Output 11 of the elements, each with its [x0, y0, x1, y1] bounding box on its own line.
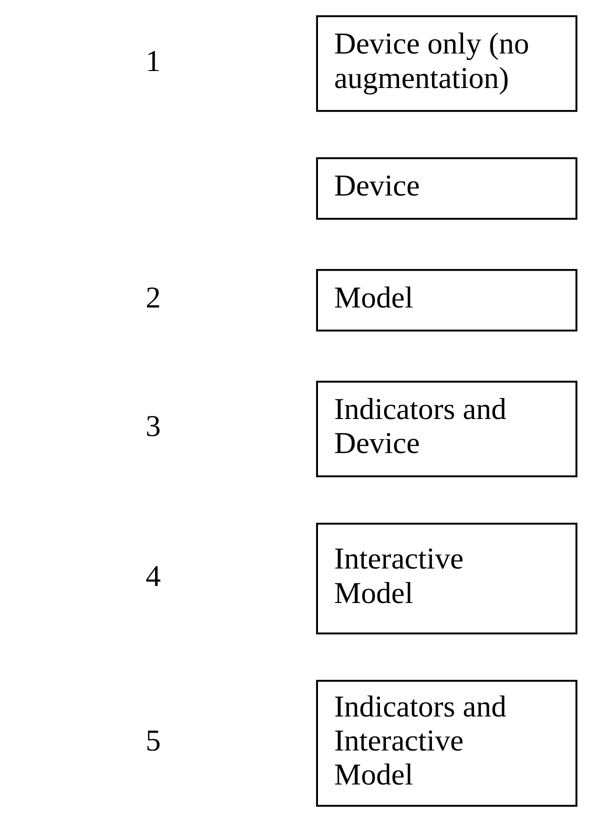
label: 3: [146, 409, 161, 444]
node-box: Device: [316, 157, 578, 220]
label: 1: [146, 44, 161, 78]
node-box: Device only (no augmentation): [316, 15, 578, 112]
label: 4: [146, 558, 161, 593]
node-box: Indicators and Device: [316, 380, 578, 478]
node-box: Indicators and Interactive Model: [316, 680, 578, 807]
label: 2: [146, 280, 161, 314]
node-box: Interactive Model: [316, 522, 578, 634]
node-box: Model: [316, 269, 578, 332]
label: 5: [146, 723, 161, 758]
